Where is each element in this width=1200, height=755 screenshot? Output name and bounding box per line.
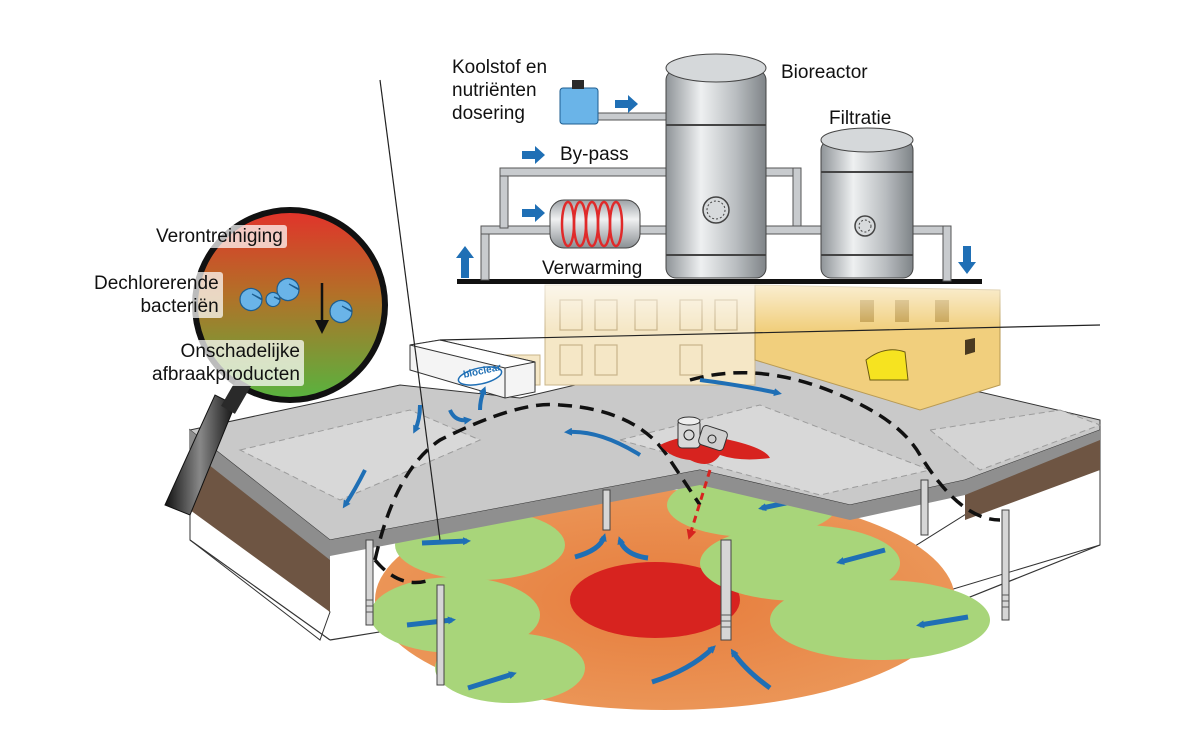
- groundwater-flow-arrows: [406, 497, 969, 691]
- bacteria-label: Dechlorerende bacteriën: [90, 272, 223, 318]
- bioclear-container: [409, 339, 536, 399]
- filtration-tank: [820, 127, 914, 279]
- plant-flow-arrows: [456, 95, 976, 278]
- well-screens: [366, 594, 1009, 628]
- bacterium-icon: [239, 277, 353, 324]
- dosing-label: Koolstof en nutriënten dosering: [452, 57, 548, 124]
- barrel-icon: [677, 416, 728, 451]
- spill: [660, 416, 770, 540]
- well-pipe-icon: [365, 479, 1010, 686]
- bioreactor-label: Bioreactor: [781, 62, 868, 83]
- cut-plane-lines: [379, 79, 1101, 541]
- bypass-label: By-pass: [560, 144, 629, 165]
- heating-label: Verwarming: [542, 258, 643, 279]
- surface-flow-arrows: [342, 378, 782, 509]
- heater-coil: [560, 200, 624, 248]
- treatment-plant: [456, 53, 982, 284]
- plant-platform: [457, 279, 982, 284]
- arrow-down-icon: [315, 283, 329, 334]
- pollution-label: Verontreiniging: [152, 225, 287, 248]
- heater: [549, 199, 641, 249]
- dosing-tank-icon: [559, 80, 599, 125]
- filtration-label: Filtratie: [829, 108, 892, 129]
- products-label: Onschadelijke afbraakproducten: [148, 340, 304, 386]
- pipe-network: [373, 371, 1001, 585]
- source-zone: [570, 562, 740, 638]
- bioreactor-tank: [665, 53, 767, 279]
